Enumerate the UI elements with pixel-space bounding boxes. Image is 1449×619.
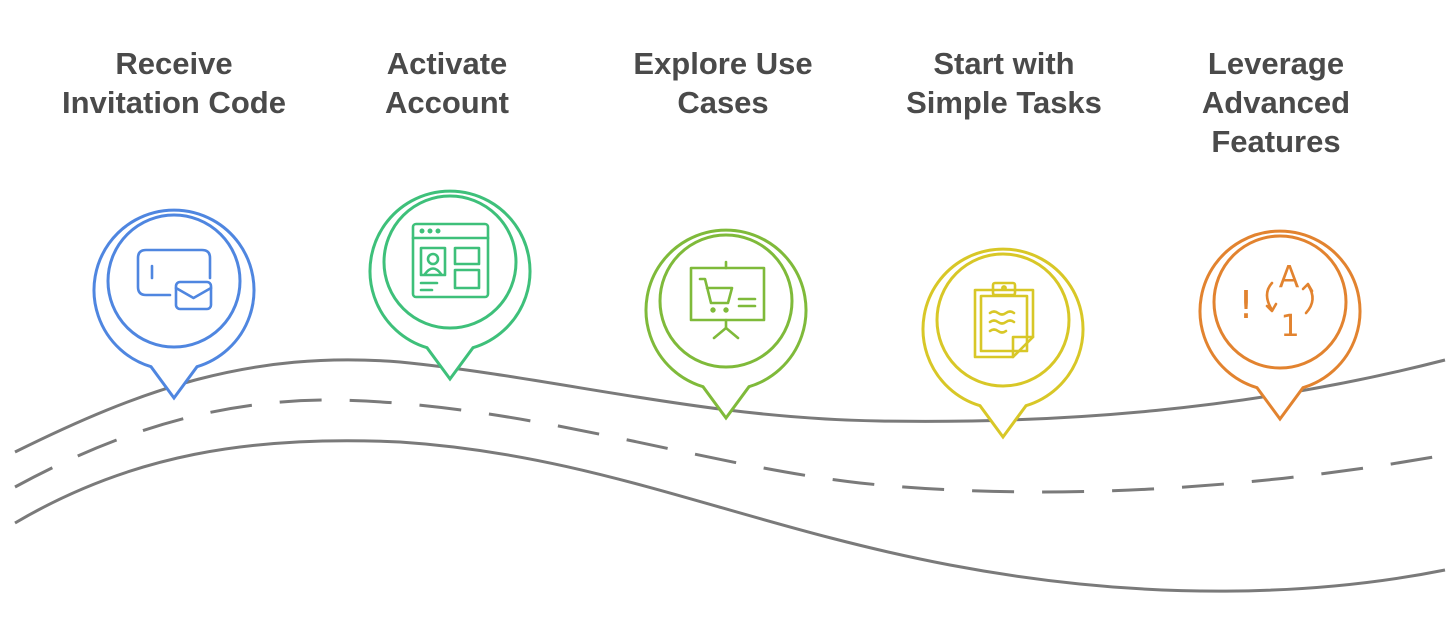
- road-bottom-edge: [14, 439, 1446, 593]
- step-title-1: Receive Invitation Code: [62, 46, 286, 120]
- road: [14, 358, 1446, 593]
- pin-1-marker: [92, 208, 256, 401]
- transform-a-to-1-icon: ! A 1: [1238, 260, 1314, 344]
- digit-1-glyph: 1: [1280, 309, 1299, 344]
- step-title-2: Activate Account: [385, 46, 509, 120]
- pin-2-marker: [368, 189, 532, 382]
- pin-4-inner-ring: [935, 252, 1071, 388]
- pin-4-marker: [921, 247, 1085, 440]
- road-top-edge: [14, 358, 1446, 454]
- pin-3-inner-ring: [658, 233, 794, 369]
- pin-2: [368, 189, 532, 382]
- letter-a-glyph: A: [1279, 260, 1300, 295]
- step-title-3: Explore Use Cases: [633, 46, 813, 120]
- pin-2-inner-ring: [382, 194, 518, 330]
- presentation-cart-icon: [689, 260, 766, 340]
- pin-4: [921, 247, 1085, 440]
- pin-5-marker: [1198, 229, 1362, 422]
- clipboard-icon: [973, 281, 1035, 359]
- pin-3: [644, 228, 808, 421]
- exclamation-glyph: !: [1238, 283, 1253, 327]
- step-title-5: Leverage Advanced Features: [1201, 46, 1351, 159]
- pin-1-inner-ring: [106, 213, 242, 349]
- step-title-4: Start with Simple Tasks: [906, 46, 1102, 120]
- pin-5-inner-ring: [1212, 234, 1348, 370]
- envelope-icon: [136, 248, 213, 311]
- browser-profile-icon: [411, 222, 490, 299]
- pin-5: ! A 1: [1198, 229, 1362, 422]
- pin-1: [92, 208, 256, 401]
